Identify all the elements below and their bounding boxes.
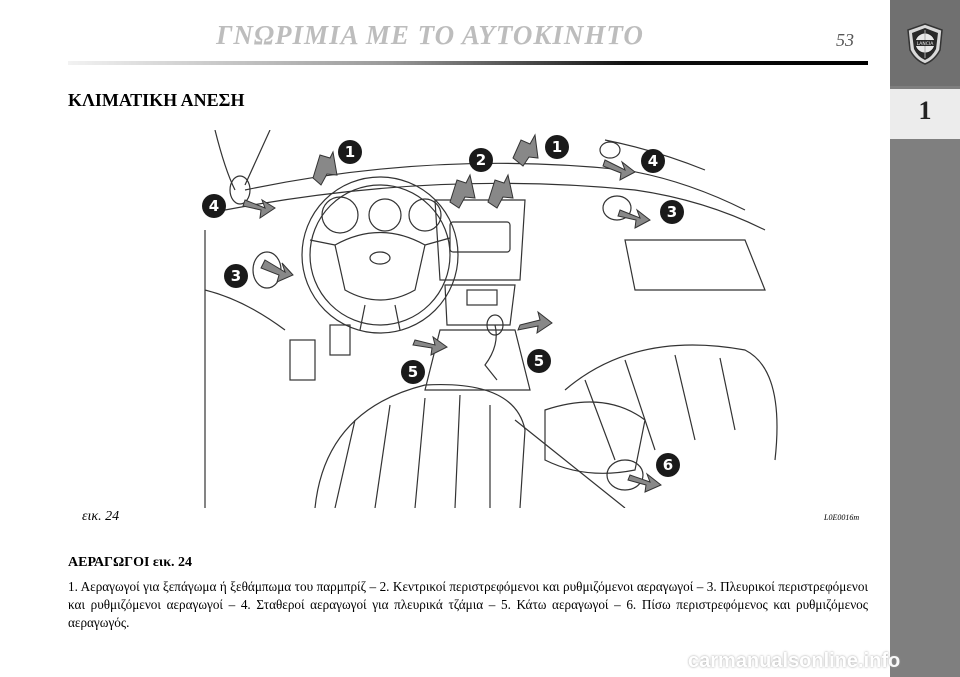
line-art bbox=[204, 130, 778, 508]
svg-text:4: 4 bbox=[209, 197, 219, 215]
dashboard-air-vents-illustration: 1 2 1 4 4 3 3 5 5 6 bbox=[202, 130, 778, 508]
callout-5-right: 5 bbox=[527, 349, 551, 373]
vents-legend-paragraph: 1. Αεραγωγοί για ξεπάγωμα ή ξεθάμπωμα το… bbox=[68, 579, 868, 630]
callout-1-right: 1 bbox=[545, 135, 569, 159]
callout-3-left: 3 bbox=[224, 264, 248, 288]
airflow-arrows bbox=[242, 133, 662, 493]
chapter-number-box bbox=[890, 89, 960, 139]
svg-text:1: 1 bbox=[552, 138, 562, 156]
subsection-heading: ΑΕΡΑΓΩΓΟΙ εικ. 24 bbox=[68, 555, 193, 570]
header-rule bbox=[68, 61, 868, 65]
svg-text:5: 5 bbox=[408, 363, 418, 381]
svg-text:3: 3 bbox=[667, 203, 677, 221]
callout-4-right: 4 bbox=[641, 149, 665, 173]
section-title: ΚΛΙΜΑΤΙΚΗ ΑΝΕΣΗ bbox=[68, 90, 245, 110]
svg-text:3: 3 bbox=[231, 267, 241, 285]
svg-text:5: 5 bbox=[534, 352, 544, 370]
svg-text:1: 1 bbox=[345, 143, 355, 161]
svg-text:6: 6 bbox=[663, 456, 673, 474]
callout-4-left: 4 bbox=[202, 194, 226, 218]
svg-text:2: 2 bbox=[476, 151, 486, 169]
figure-code: L0E0016m bbox=[824, 513, 860, 522]
figure-caption: εικ. 24 bbox=[82, 509, 120, 524]
svg-text:4: 4 bbox=[648, 152, 658, 170]
running-header-title: ΓΝΩΡΙΜΙΑ ΜΕ ΤΟ ΑΥΤΟΚΙΝΗΤΟ bbox=[216, 20, 644, 50]
watermark-text: carmanualsonline.info bbox=[688, 650, 901, 672]
chapter-number: 1 bbox=[918, 96, 932, 125]
callout-2: 2 bbox=[469, 148, 493, 172]
callout-markers: 1 2 1 4 4 3 3 5 5 6 bbox=[202, 135, 684, 477]
callout-6: 6 bbox=[656, 453, 680, 477]
callout-3-right: 3 bbox=[660, 200, 684, 224]
callout-1-left: 1 bbox=[338, 140, 362, 164]
callout-5-left: 5 bbox=[401, 360, 425, 384]
svg-text:LANCIA: LANCIA bbox=[917, 41, 935, 47]
lancia-logo-icon: LANCIA bbox=[907, 23, 943, 65]
page-number: 53 bbox=[836, 30, 854, 50]
